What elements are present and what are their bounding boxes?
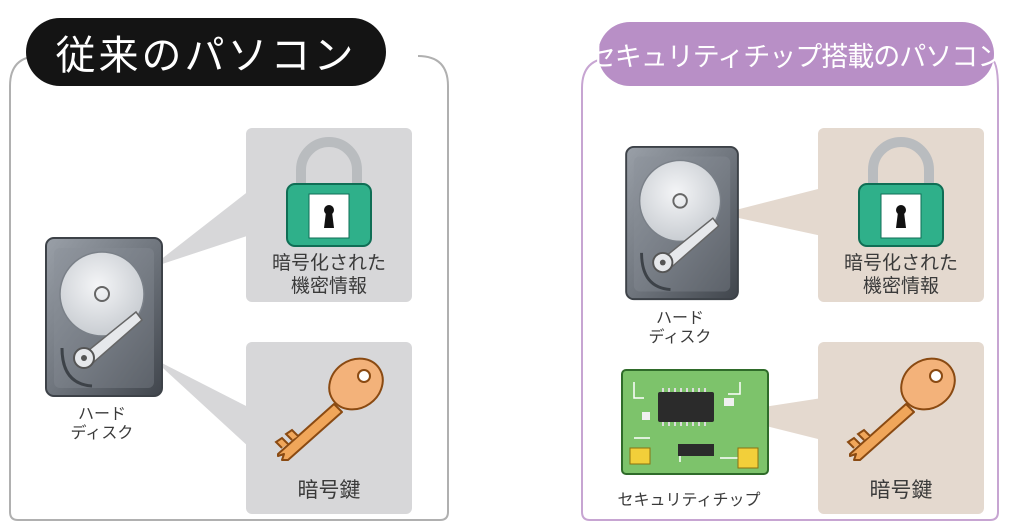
hard-disk-icon <box>45 237 163 397</box>
encrypted-data-label-left: 暗号化された 機密情報 <box>246 252 412 298</box>
title-conventional-pc: 従来のパソコン <box>26 18 386 86</box>
hdd-label-line2: ディスク <box>648 327 712 347</box>
hdd-label-line1: ハード <box>655 308 704 327</box>
hdd-label-line2: ディスク <box>70 423 134 443</box>
encrypted-label-line1: 暗号化された <box>843 252 958 274</box>
key-icon <box>846 357 956 461</box>
title-security-chip-pc: セキュリティチップ搭載のパソコン <box>589 22 1004 86</box>
hdd-label-line1: ハード <box>77 404 126 423</box>
lock-icon <box>858 137 944 247</box>
encrypted-label-line2: 機密情報 <box>862 274 939 297</box>
encrypted-label-line2: 機密情報 <box>290 274 367 297</box>
hdd-label-left: ハード ディスク <box>62 404 142 442</box>
security-chip-icon <box>621 369 769 475</box>
key-box-right <box>818 342 984 514</box>
key-box <box>246 342 412 514</box>
key-icon <box>274 357 384 461</box>
encrypted-data-label-right: 暗号化された 機密情報 <box>818 252 984 298</box>
key-label-left: 暗号鍵 <box>297 478 361 502</box>
lock-icon <box>286 137 372 247</box>
hdd-label-right: ハード ディスク <box>640 308 720 346</box>
hard-disk-icon <box>625 145 739 301</box>
encrypted-label-line1: 暗号化された <box>271 252 386 274</box>
key-label-right: 暗号鍵 <box>869 478 933 502</box>
chip-label: セキュリティチップ <box>617 490 761 509</box>
